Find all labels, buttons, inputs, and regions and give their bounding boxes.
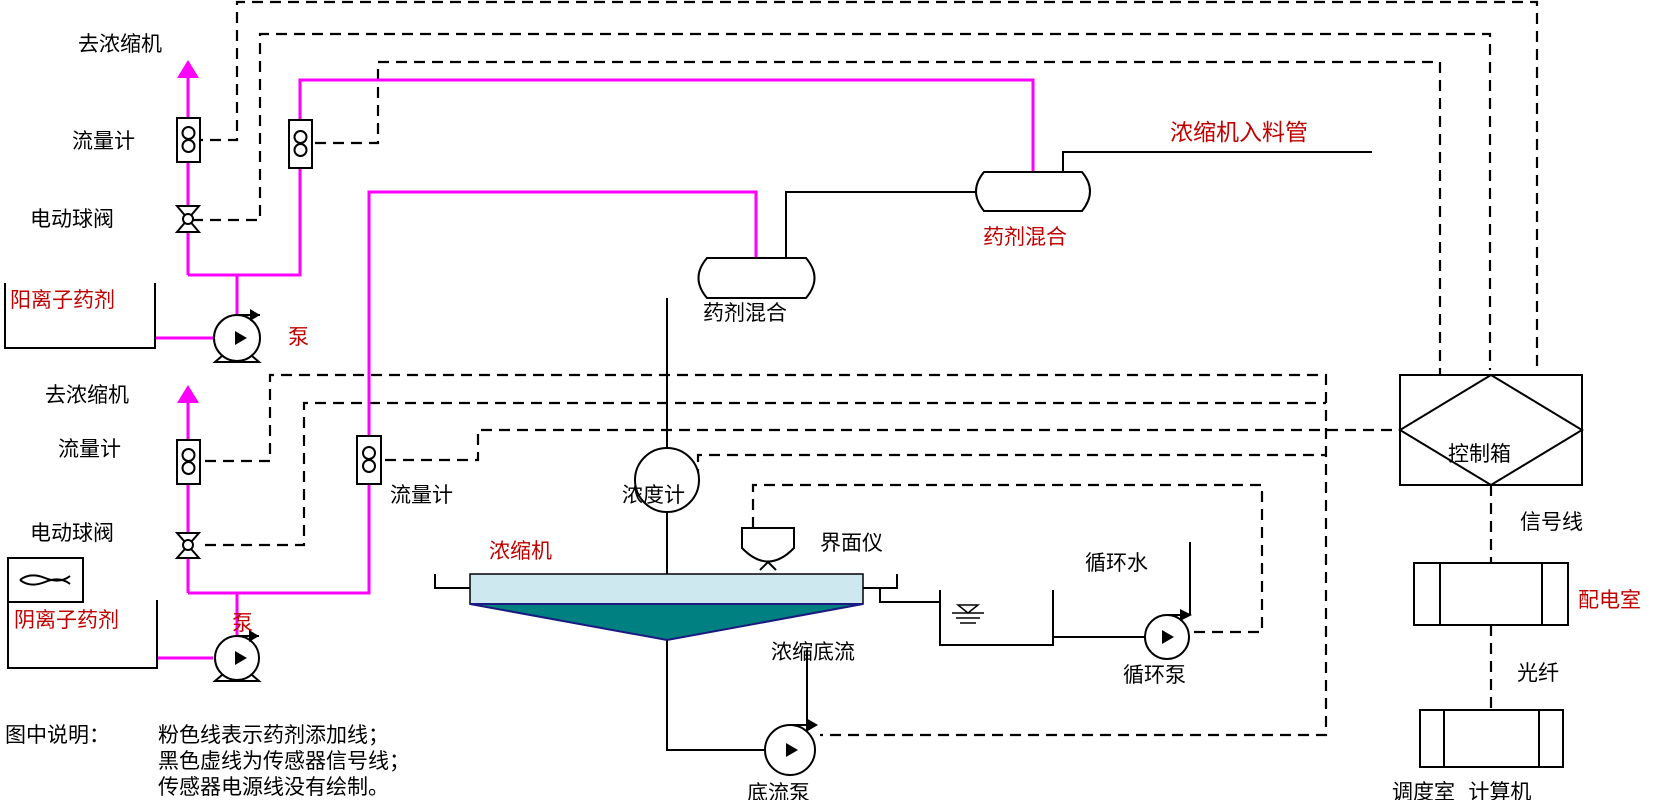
agent-line-top-junction	[188, 78, 1035, 277]
flowmeter-bottom-mid	[356, 435, 382, 485]
label-flowmeter-bottom-mid: 流量计	[390, 483, 453, 507]
label-thickener: 浓缩机	[489, 539, 552, 563]
signal-line-flowmeter-bottom-mid	[385, 428, 1400, 462]
label-densimeter: 浓度计	[622, 483, 685, 507]
signal-line-densimeter	[696, 453, 1326, 480]
label-power-room: 配电室	[1578, 588, 1641, 612]
anion-tank	[7, 600, 158, 669]
power-room	[1413, 562, 1569, 626]
signal-lines	[192, 0, 1539, 737]
mix-connector-line	[785, 191, 977, 258]
label-valve-top: 电动球阀	[30, 207, 114, 231]
interface-meter	[741, 527, 795, 563]
underflow-pump	[764, 718, 818, 776]
pump-top	[212, 309, 262, 363]
agent-lines	[155, 60, 1035, 660]
mixer-icon	[19, 574, 71, 586]
flowmeter-top-right	[288, 119, 313, 169]
label-cation-agent: 阳离子药剂	[10, 288, 115, 312]
thickener	[434, 573, 898, 642]
water-level-icon	[952, 604, 984, 624]
thickener-fluid	[469, 573, 864, 605]
legend-line-2: 黑色虚线为传感器信号线；	[158, 749, 410, 773]
valve-top	[174, 205, 202, 233]
label-interface-meter: 界面仪	[820, 531, 883, 555]
control-box	[1398, 373, 1584, 487]
agent-line-bottom-junction	[188, 190, 758, 595]
label-underflow-pump: 底流泵	[747, 781, 810, 800]
overflow-tank	[939, 590, 1054, 646]
signal-line-valve-top	[192, 32, 1492, 370]
pump-bottom	[212, 630, 262, 682]
signal-line-flowmeter-top-right	[315, 60, 1442, 375]
label-feed-pipe: 浓缩机入料管	[1170, 120, 1308, 146]
label-mix-mid: 药剂混合	[703, 301, 787, 325]
label-flowmeter-bottom-left: 流量计	[58, 437, 121, 461]
label-mix-top: 药剂混合	[983, 225, 1067, 249]
overflow-line	[879, 588, 941, 603]
underflow-line	[666, 640, 765, 751]
mix-vessel-mid	[697, 257, 816, 299]
label-to-thickener-bottom: 去浓缩机	[45, 383, 129, 407]
legend-title: 图中说明：	[5, 723, 110, 747]
signal-line-flowmeter-bottom-left	[205, 373, 1328, 737]
label-circulating-water: 循环水	[1085, 551, 1148, 575]
label-underflow: 浓缩底流	[771, 640, 855, 664]
valve-bottom	[174, 532, 202, 559]
signal-line-interface-meter	[751, 483, 1264, 634]
circulating-pump	[1144, 609, 1192, 660]
densimeter	[634, 447, 700, 513]
label-valve-bottom: 电动球阀	[30, 521, 114, 545]
arrow-up-icon	[177, 60, 199, 78]
signal-line-flowmeter-top-left	[192, 0, 1539, 370]
cation-tank	[4, 283, 156, 349]
label-pump-bottom: 泵	[232, 611, 253, 635]
flowmeter-bottom-left	[176, 439, 201, 485]
label-flowmeter-top: 流量计	[72, 129, 135, 153]
label-fiber: 光纤	[1517, 661, 1559, 685]
thickener-cone	[469, 603, 864, 642]
arrow-up-icon	[177, 385, 199, 403]
label-to-thickener-top: 去浓缩机	[78, 32, 162, 56]
signal-line-valve-bottom	[205, 401, 1326, 547]
feed-pipe-line	[1062, 151, 1372, 172]
legend-line-1: 粉色线表示药剂添加线；	[158, 723, 389, 747]
flowmeter-top-left	[176, 117, 201, 163]
label-circulating-pump: 循环泵	[1123, 663, 1186, 687]
label-anion-agent: 阴离子药剂	[14, 608, 119, 632]
label-pump-top: 泵	[288, 325, 309, 349]
legend: 图中说明： 粉色线表示药剂添加线； 黑色虚线为传感器信号线； 传感器电源线没有绘…	[5, 723, 410, 799]
mix-vessel-top	[975, 171, 1091, 212]
mixer-box	[7, 557, 84, 603]
label-signal-line: 信号线	[1520, 510, 1583, 534]
label-dispatch-room: 调度室 计算机	[1392, 780, 1531, 800]
label-control-box: 控制箱	[1448, 442, 1511, 466]
legend-line-3: 传感器电源线没有绘制。	[158, 775, 389, 799]
process-lines	[666, 151, 1372, 751]
dispatch-computer	[1419, 709, 1564, 768]
